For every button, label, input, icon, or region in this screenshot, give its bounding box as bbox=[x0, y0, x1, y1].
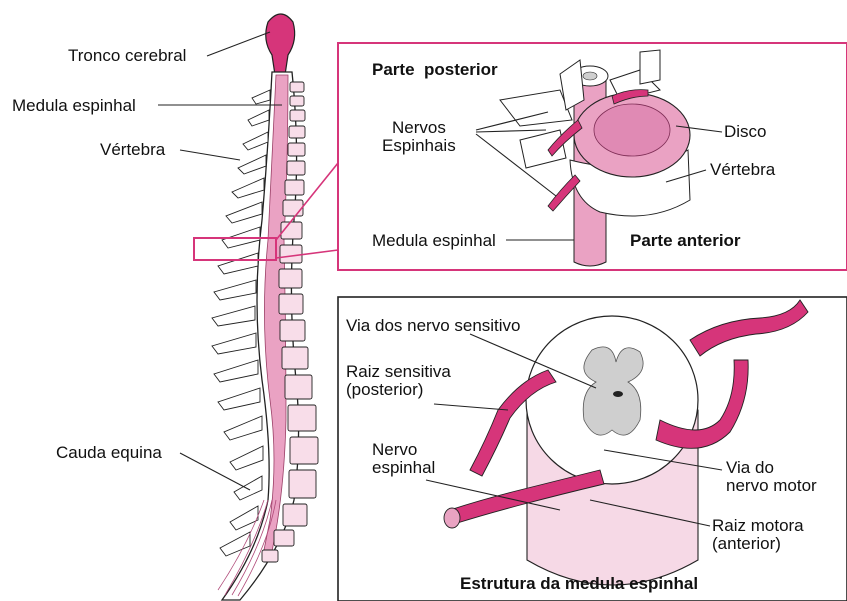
label-via-do: Via do bbox=[726, 458, 774, 477]
label-medula-espinhal: Medula espinhal bbox=[12, 96, 136, 115]
label-vertebra-inset: Vértebra bbox=[710, 160, 775, 179]
label-via-nervo-sensitivo: Via dos nervo sensitivo bbox=[346, 316, 521, 335]
label-espinhal: espinhal bbox=[372, 458, 435, 477]
label-medula-espinhal-inset: Medula espinhal bbox=[372, 231, 496, 250]
brainstem bbox=[266, 14, 295, 75]
label-raiz-motora: Raiz motora bbox=[712, 516, 804, 535]
spine-illustration bbox=[212, 14, 318, 600]
label-nervo-motor: nervo motor bbox=[726, 476, 817, 495]
label-vertebra: Vértebra bbox=[100, 140, 165, 159]
label-espinhais: Espinhais bbox=[382, 136, 456, 155]
label-disco: Disco bbox=[724, 122, 767, 141]
label-raiz-sensitiva: Raiz sensitiva bbox=[346, 362, 451, 381]
label-nervo: Nervo bbox=[372, 440, 417, 459]
label-cauda-equina: Cauda equina bbox=[56, 443, 162, 462]
label-parte-anterior: Parte anterior bbox=[630, 231, 741, 250]
label-nervos: Nervos bbox=[392, 118, 446, 137]
label-parte-posterior: Parte posterior bbox=[372, 60, 498, 79]
label-estrutura-medula: Estrutura da medula espinhal bbox=[460, 574, 698, 593]
label-anterior: (anterior) bbox=[712, 534, 781, 553]
label-tronco-cerebral: Tronco cerebral bbox=[68, 46, 186, 65]
label-posterior: (posterior) bbox=[346, 380, 423, 399]
